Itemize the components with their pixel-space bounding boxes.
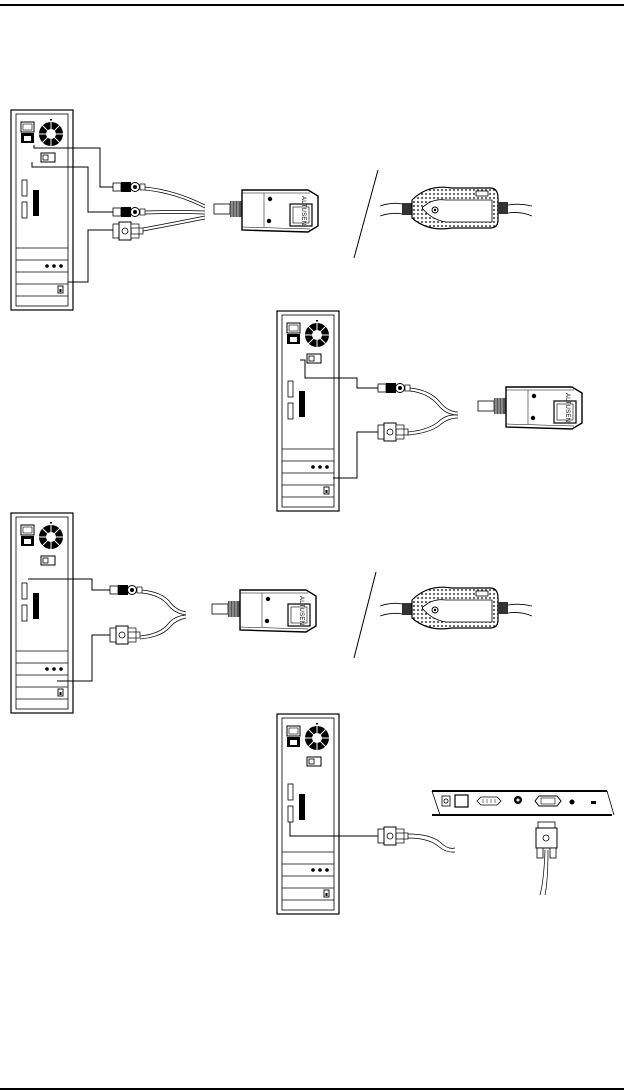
usb-plug bbox=[378, 383, 410, 393]
vga-plug bbox=[378, 827, 408, 845]
ps2-mouse-plug bbox=[113, 207, 145, 217]
kvm-adapter-alt-view bbox=[380, 187, 532, 229]
diagram-usb-adapter-alt: ALTUSEN bbox=[11, 513, 532, 713]
vga-plug bbox=[113, 222, 143, 240]
pc-tower-rear bbox=[11, 513, 73, 713]
vga-plug bbox=[110, 626, 140, 644]
divider-slash bbox=[354, 572, 376, 658]
pc-tower-rear bbox=[277, 311, 339, 511]
kvm-switch-rear-panel bbox=[432, 791, 614, 815]
adapter-brand-label: ALTUSEN bbox=[564, 393, 570, 422]
kvm-adapter-alt-view bbox=[380, 587, 532, 629]
adapter-brand-label: ALTUSEN bbox=[300, 196, 306, 225]
console-vga-plug bbox=[536, 822, 557, 895]
vga-plug bbox=[378, 423, 408, 441]
divider-slash bbox=[354, 170, 378, 258]
adapter-brand-label: ALTUSEN bbox=[298, 596, 304, 625]
pc-tower-rear bbox=[277, 714, 339, 914]
pc-tower-rear bbox=[11, 110, 73, 310]
diagram-console-vga bbox=[277, 714, 614, 914]
diagram-ps2-adapter: ALTUSEN bbox=[11, 110, 532, 310]
vga-line bbox=[68, 230, 113, 282]
usb-plug bbox=[110, 585, 142, 595]
ps2-keyboard-plug bbox=[113, 182, 145, 192]
vga-line bbox=[333, 432, 378, 478]
diagram-usb-adapter: ALTUSEN bbox=[277, 311, 582, 511]
